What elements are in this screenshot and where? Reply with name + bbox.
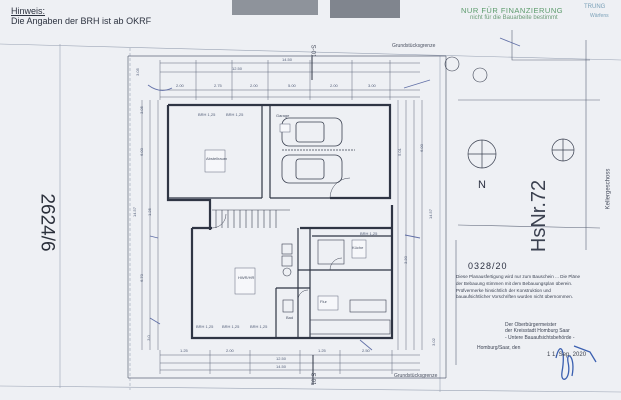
authority-office: der Kreisstadt Homburg Saar — [505, 328, 570, 335]
dim-right: 5.01 — [396, 148, 402, 156]
dim-top: 3.05 — [134, 68, 140, 76]
dim-bottom: 1.25 — [180, 348, 188, 353]
authority-block: Der Oberbürgermeister der Kreisstadt Hom… — [505, 322, 590, 341]
room-label-hwr: HWR/HR — [238, 275, 255, 280]
room-label-kueche: Küche — [352, 245, 364, 250]
dim-top: 12.50 — [232, 66, 243, 71]
garage-cars — [281, 117, 355, 184]
dim-top: 5.00 — [288, 83, 296, 88]
authority-place: Homburg/Saar, den — [477, 345, 521, 351]
dim-bottom: 2.50 — [362, 348, 370, 353]
brh-label: BRH 1,25 — [198, 112, 216, 117]
compass-circles — [467, 138, 575, 169]
dim-bottom: 2.00 — [226, 348, 234, 353]
dim-left: 6.70 — [138, 274, 144, 282]
dim-top: 14.50 — [282, 57, 293, 62]
section-mark-bottom: S-01 — [309, 372, 316, 386]
binder-tab-left — [232, 0, 318, 15]
dim-top: 2.00 — [250, 83, 258, 88]
brh-label: BRH 1,25 — [226, 112, 244, 117]
financing-stamp-line1: NUR FÜR FINANZIERUNG — [461, 6, 564, 15]
fold-line-top — [0, 43, 621, 61]
dim-top: 2.75 — [214, 83, 222, 88]
authority-dept: - Untere Bauaufsichtsbehörde - — [505, 334, 575, 341]
grenze-top-label: Grundstücksgrenze — [392, 43, 436, 49]
corner-stamp-line2: Wärfens — [590, 13, 609, 19]
room-label-bad: Bad — [286, 315, 294, 320]
brh-label: BRH 1,25 — [360, 231, 378, 236]
house-number: HsNr.72 — [528, 179, 551, 253]
brh-label: BRH 1,25 — [222, 324, 240, 329]
kellergeschoss-label: Kellergeschoss — [605, 168, 612, 210]
north-label: N — [478, 179, 486, 191]
fold-line-bottom — [0, 385, 621, 393]
binder-tab-right — [330, 0, 400, 18]
hint-text: Die Angaben der BRH ist ab OKRF — [11, 16, 152, 26]
stair — [212, 209, 290, 228]
dim-top: 2.00 — [330, 83, 338, 88]
room-label-garage: Garage — [276, 113, 290, 118]
dim-left: 3.05 — [138, 106, 144, 114]
room-label-abstellraum: Abstellraum — [206, 156, 228, 161]
section-mark-top: S-01 — [309, 44, 316, 58]
corner-stamp-line1: TRUNG — [584, 4, 606, 10]
approval-number: 0328/20 — [468, 261, 508, 271]
dim-right: 3.02 — [430, 338, 436, 346]
dim-top: 2.00 — [176, 83, 184, 88]
dim-left: 3.0 — [145, 335, 151, 341]
grenze-bottom-label: Grundstücksgrenze — [394, 373, 438, 379]
financing-stamp-line2: nicht für die Bauarbeite bestimmt — [470, 15, 558, 21]
room-label-flur: Flur — [320, 299, 327, 304]
dim-right: 14.57 — [428, 208, 434, 220]
dim-bottom: 12.50 — [276, 356, 287, 361]
fixtures — [281, 239, 391, 335]
dim-top: 3.00 — [368, 83, 376, 88]
dim-left: 14.57 — [132, 206, 138, 218]
brh-label: BRH 1,25 — [196, 324, 214, 329]
hint-title: Hinweis: — [11, 6, 46, 16]
signature — [555, 345, 597, 380]
authority-title: Der Oberbürgermeister — [505, 322, 557, 328]
dim-left: 1.25 — [146, 208, 152, 216]
dim-left: 6.00 — [138, 148, 144, 156]
approval-text: Diese Planausfertigung wird nur zum Baus… — [456, 274, 581, 300]
dim-bottom: 14.50 — [276, 364, 287, 369]
authority-date: 1 1. Sep. 2020 — [547, 352, 587, 358]
brh-label: BRH 1,25 — [250, 324, 268, 329]
file-number: 2624/6 — [36, 193, 58, 252]
dim-bottom: 1.25 — [318, 348, 326, 353]
dim-right: 3.30 — [402, 256, 408, 264]
dim-right: 6.00 — [418, 144, 424, 152]
